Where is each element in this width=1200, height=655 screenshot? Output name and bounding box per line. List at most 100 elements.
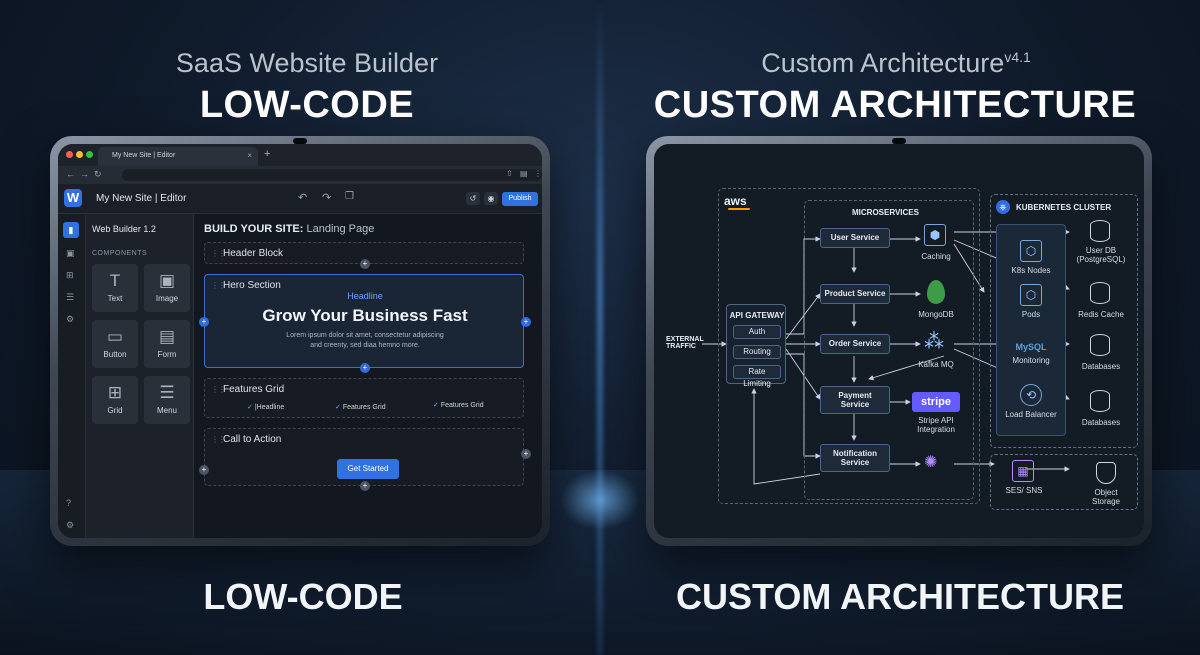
undo-icon[interactable]: ↶ [298, 192, 308, 204]
list-icon[interactable]: ☰ [66, 292, 75, 302]
apps-icon[interactable]: ⊞ [66, 270, 74, 280]
add-block-icon[interactable]: + [360, 259, 370, 269]
settings-icon[interactable]: ⚙ [66, 314, 75, 324]
gateway-auth[interactable]: Auth [733, 325, 781, 339]
add-block-icon[interactable]: + [360, 481, 370, 491]
aws-boundary-box [718, 188, 980, 504]
cache-cube-icon: ⬢ [924, 224, 946, 246]
tab-close-icon[interactable]: × [247, 151, 252, 160]
share-icon[interactable]: ⇧ [506, 169, 513, 178]
right-bottom-title: CUSTOM ARCHITECTURE [676, 576, 1124, 617]
hero-body-line1: Lorem ipsum dolor sit amet, consectetur … [286, 332, 444, 339]
canvas-heading-page: Landing Page [303, 223, 375, 235]
grid-icon: ⊞ [107, 383, 123, 402]
sns-fanout-icon: ✺ [924, 454, 938, 471]
browser-menu-icon[interactable]: ⋮ [534, 169, 542, 178]
feature-item-label: |Headline [254, 404, 285, 411]
left-tablet: My New Site | Editor × + ← → ↻ ⇧ ▤ ⋮ W M… [50, 136, 550, 546]
feature-item: ✓ Features Grid [335, 403, 386, 411]
preview-icon[interactable]: ◉ [484, 192, 498, 205]
architecture-screen: aws MICROSERVICES ⎈ KUBERNETES CLUSTER E… [654, 144, 1144, 538]
header-block[interactable]: ⋮⋮ Header Block + [204, 242, 524, 269]
component-form[interactable]: ▤Form [144, 320, 190, 368]
window-maximize-icon[interactable] [86, 151, 93, 158]
canvas-heading-bold: BUILD YOUR SITE: [204, 223, 304, 235]
pages-icon[interactable]: ▮ [63, 222, 79, 238]
add-block-icon[interactable]: + [360, 363, 370, 373]
load-balancer-icon: ⟲ [1020, 384, 1042, 406]
hero-body-line2: and creenty, sed diaa hemno more. [310, 342, 420, 349]
reload-icon[interactable]: ↻ [94, 169, 102, 179]
microservices-title: MICROSERVICES [852, 208, 919, 217]
site-title: My New Site | Editor [96, 193, 187, 204]
add-right-icon[interactable]: + [521, 449, 531, 459]
window-minimize-icon[interactable] [76, 151, 83, 158]
component-image[interactable]: ▣ Image [144, 264, 190, 312]
k8s-nodes-icon: ⬡ [1020, 240, 1042, 262]
drag-handle-icon[interactable]: ⋮⋮ [211, 281, 226, 290]
drag-handle-icon[interactable]: ⋮⋮ [211, 435, 226, 444]
microservices-box [804, 200, 974, 500]
url-input[interactable] [122, 169, 542, 181]
image-icon: ▣ [158, 271, 176, 290]
component-menu[interactable]: ☰Menu [144, 376, 190, 424]
component-button[interactable]: ▭Button [92, 320, 138, 368]
ses-sns-icon: ▦ [1012, 460, 1034, 482]
product-service[interactable]: Product Service [820, 284, 890, 304]
window-close-icon[interactable] [66, 151, 73, 158]
component-grid[interactable]: ⊞ Grid [92, 376, 138, 424]
editor-top-bar: W My New Site | Editor ↶ ↷ ❐ ↺ ◉ Publish [58, 184, 542, 214]
load-balancer-label: Load Balancer [1005, 410, 1057, 419]
forward-icon[interactable]: → [80, 169, 89, 179]
cta-block[interactable]: ⋮⋮ Call to Action Get Started + + + [199, 428, 531, 491]
database-icon [1090, 334, 1110, 356]
new-tab-button[interactable]: + [264, 148, 271, 160]
center-glow [560, 470, 640, 530]
back-icon[interactable]: ← [66, 169, 75, 179]
drag-handle-icon[interactable]: ⋮⋮ [211, 385, 226, 394]
features-grid-block[interactable]: ⋮⋮ Features Grid ✓ |Headline ✓ Features … [204, 378, 524, 418]
preferences-icon[interactable]: ⚙ [66, 520, 75, 530]
publish-button[interactable]: Publish [502, 192, 538, 206]
add-left-icon[interactable]: + [199, 317, 209, 327]
api-gateway[interactable]: API GATEWAY Auth Routing Rate Limiting [726, 304, 786, 388]
media-icon[interactable]: ▣ [66, 248, 75, 258]
help-icon[interactable]: ? [66, 498, 72, 508]
payment-line1: Payment [838, 391, 872, 400]
extensions-icon[interactable]: ▤ [520, 169, 528, 178]
storage-line1: Object [1094, 488, 1118, 497]
external-line1: EXTERNAL [666, 336, 704, 343]
component-label: Form [157, 350, 177, 359]
user-service[interactable]: User Service [820, 228, 890, 248]
component-label: Button [103, 350, 127, 359]
get-started-button[interactable]: Get Started [337, 459, 399, 479]
add-left-icon[interactable]: + [199, 465, 209, 475]
side-rail: ▮ ▣ ⊞ ☰ ⚙ ? ⚙ [58, 214, 86, 538]
order-service[interactable]: Order Service [820, 334, 890, 354]
browser-tab[interactable]: My New Site | Editor × [98, 147, 258, 166]
redis-label: Redis Cache [1078, 310, 1124, 319]
component-label: Image [155, 294, 179, 303]
feature-item-label: Features Grid [342, 404, 386, 411]
copy-icon[interactable]: ❐ [345, 191, 354, 202]
app-logo[interactable]: W [64, 189, 82, 207]
history-icon[interactable]: ↺ [466, 192, 480, 205]
gateway-rate-limiting[interactable]: Rate Limiting [733, 365, 781, 388]
add-right-icon[interactable]: + [521, 317, 531, 327]
hero-section[interactable]: ⋮⋮ Hero Section Headline Grow Your Busin… [199, 274, 531, 373]
redo-icon[interactable]: ↷ [322, 192, 332, 204]
block-label: Call to Action [223, 434, 282, 445]
aws-boundary [718, 188, 980, 504]
gateway-routing[interactable]: Routing [733, 345, 781, 359]
component-label: Grid [107, 406, 123, 415]
stripe-logo: stripe [912, 392, 960, 412]
mongodb-icon [927, 280, 945, 304]
feature-item: ✓ |Headline [247, 403, 284, 411]
feature-item-label: Features Grid [440, 402, 484, 409]
drag-handle-icon[interactable]: ⋮⋮ [211, 249, 226, 258]
